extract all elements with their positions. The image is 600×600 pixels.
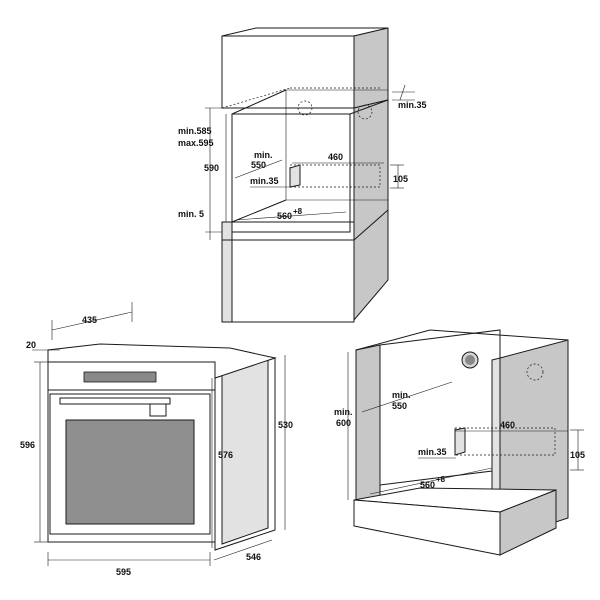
cabinet-top-front-gap: min.35 xyxy=(250,176,279,186)
cabinet-top-depth-value: 550 xyxy=(251,160,266,170)
oven-depth-total: 435 xyxy=(82,315,97,325)
cabinet-top-channel-width: 460 xyxy=(328,152,343,162)
vent-hole-icon xyxy=(526,363,544,381)
cabinet-bottom-channel-height: 105 xyxy=(570,450,585,460)
oven-window xyxy=(65,419,195,525)
vent-hole-icon xyxy=(357,104,373,120)
cabinet-top-drawing: min.35 min.585 max.595 590 min. 550 460 … xyxy=(178,27,427,323)
oven-display xyxy=(83,371,157,383)
plinth-side xyxy=(499,489,557,556)
cabinet-bottom-width: 560 xyxy=(420,480,435,490)
lower-cabinet-front xyxy=(221,221,355,323)
cabinet-bottom-depth-min: min. xyxy=(392,390,411,400)
oven-front-height: 596 xyxy=(20,440,35,450)
cabinet-bottom-front-gap: min.35 xyxy=(418,447,447,457)
cabinet-top-width: 560 xyxy=(277,211,292,221)
oven-side-depth: 546 xyxy=(246,552,261,562)
vent-hole-icon xyxy=(297,100,313,116)
cabinet-top-bottom-gap: min. 5 xyxy=(178,209,204,219)
cabinet-bottom-width-tol: +8 xyxy=(436,475,446,484)
cabinet-top-channel-height: 105 xyxy=(393,174,408,184)
cabinet-bottom-drawing: min. 600 min. 550 460 105 min.35 560 +8 xyxy=(334,329,585,556)
cabinet-top-opening-height: 590 xyxy=(204,163,219,173)
left-wall xyxy=(355,344,381,511)
cabinet-bottom-channel-width: 460 xyxy=(500,420,515,430)
upper-cabinet-front xyxy=(221,35,355,109)
oven-side-height: 530 xyxy=(278,420,293,430)
oven-front-offset: 20 xyxy=(26,340,36,350)
oven-drawing: 435 20 596 576 530 595 546 xyxy=(20,302,293,577)
cabinet-top-width-tol: +8 xyxy=(293,207,303,216)
upper-cabinet-side xyxy=(353,27,389,109)
oven-front-width: 595 xyxy=(116,567,131,577)
cabinet-top-height-min: min.585 xyxy=(178,126,212,136)
cabinet-bottom-height-value: 600 xyxy=(336,418,351,428)
cabinet-top-min35-gap: min.35 xyxy=(398,100,427,110)
oven-body-height: 576 xyxy=(218,450,233,460)
cabinet-side-panel xyxy=(353,99,389,322)
cabinet-top-depth-min: min. xyxy=(254,150,273,160)
niche-back xyxy=(285,89,389,201)
oven-handle xyxy=(59,397,171,405)
cabinet-top-height-max: max.595 xyxy=(178,138,214,148)
cabinet-bottom-height-min: min. xyxy=(334,407,353,417)
cabinet-bottom-depth-value: 550 xyxy=(392,401,407,411)
